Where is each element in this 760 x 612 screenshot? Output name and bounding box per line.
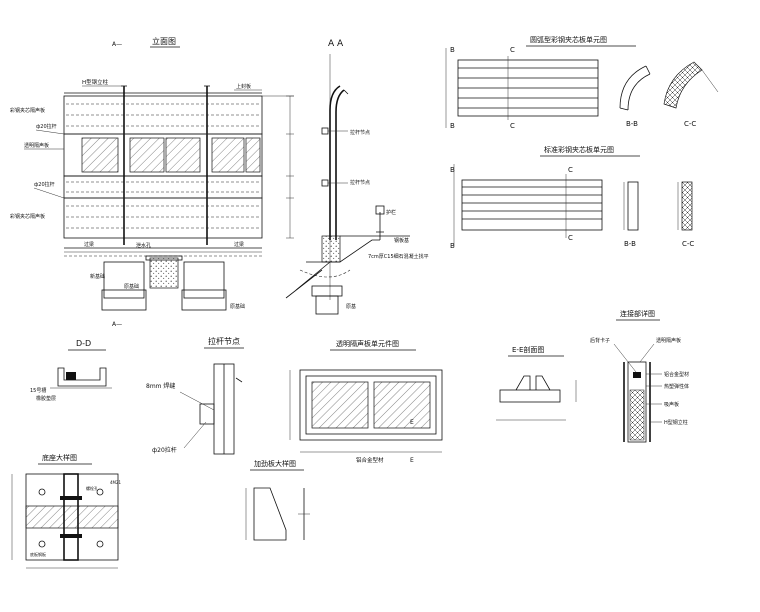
label-bridge-left: 过梁 (84, 241, 94, 248)
label-top-cap: 上封板 (236, 83, 251, 90)
new-foundation (149, 257, 179, 289)
joint-label-absorb: 吸声板 (664, 401, 679, 408)
label-glass-panel: 透明隔声板 (24, 142, 49, 149)
tie-label-weld: 8mm 焊缝 (146, 382, 175, 390)
joint-detail-view: 连接部详图 后背卡子 透明隔声板 铝合金型材 热塑弹性体 吸声板 H型钢立柱 (590, 309, 689, 443)
tie-node-title: 拉杆节点 (208, 336, 240, 346)
joint-detail-title: 连接部详图 (620, 309, 655, 318)
std-mark-b-top: B (450, 166, 455, 174)
dd-label-rubber: 橡胶垫层 (36, 395, 56, 402)
label-tie-rod-2: ф20拉杆 (34, 181, 55, 188)
std-bb-label: B-B (624, 240, 636, 248)
arc-mark-c-bottom: C (510, 122, 515, 130)
arc-mark-c-top: C (510, 46, 515, 54)
arc-bb-label: B-B (626, 120, 638, 128)
base-detail-title: 底座大样图 (42, 453, 77, 462)
label-steel-panel-2: 彩钢夹芯隔声板 (10, 213, 45, 220)
panel-dash-rows-bottom (66, 181, 260, 229)
label-new-foundation: 新基础 (90, 273, 105, 280)
glass-pane (81, 137, 119, 173)
label-foundation-right: 原基础 (230, 303, 245, 310)
joint-label-glass: 透明隔声板 (656, 337, 681, 344)
glass-mark-e-bottom: E (410, 457, 414, 464)
std-cc-label: C-C (682, 240, 694, 248)
arc-cc-label: C-C (684, 120, 696, 128)
dd-label-channel: 15号槽 (30, 387, 46, 394)
std-panel-rect (461, 179, 603, 231)
label-h-steel-column: H型钢立柱 (82, 78, 109, 86)
label-steel-panel-1: 彩钢夹芯隔声板 (10, 107, 45, 114)
std-mark-b-bottom: B (450, 242, 455, 250)
std-panel-title: 标准彩钢夹芯板单元图 (544, 145, 614, 154)
elevation-dimensions (262, 95, 294, 239)
std-mark-c-top: C (568, 166, 573, 174)
glass-pane (245, 137, 261, 173)
joint-label-elastic: 热塑弹性体 (664, 383, 689, 390)
glass-pane (129, 137, 165, 173)
joint-label-h-column: H型钢立柱 (664, 419, 688, 426)
joint-label-alu: 铝合金型材 (664, 371, 689, 378)
std-mark-c-bottom: C (568, 234, 573, 242)
arc-mark-b-bottom: B (450, 122, 455, 130)
tie-node-view: 拉杆节点 8mm 焊缝 ф20拉杆 (146, 336, 244, 455)
label-bridge-right: 过梁 (234, 241, 244, 248)
base-detail-view: 底座大样图 螺栓孔 4M21 底板钢板 (11, 453, 122, 569)
dd-title: D-D (76, 339, 91, 348)
label-steel-plate: 钢板基 (394, 237, 409, 244)
dd-section-view: D-D 15号槽 橡胶垫层 (30, 339, 112, 402)
base-label-bolt-spec: 4M21 (110, 480, 122, 485)
base-label-bottom: 底板钢板 (30, 551, 46, 557)
rib-detail-title: 加劲板大样图 (254, 459, 296, 468)
arc-panel-view: 圆弧型彩钢夹芯板单元图 B C B C B-B C-C (445, 35, 719, 130)
label-anchor: 护栏 (386, 209, 396, 216)
label-old-foundation: 原基础 (124, 283, 139, 290)
arc-panel-title: 圆弧型彩钢夹芯板单元图 (530, 35, 607, 44)
section-mark-bottom: A— (112, 321, 122, 328)
section-aa-title: A A (328, 39, 344, 49)
label-base: 原基 (346, 303, 356, 310)
std-panel-view: 标准彩钢夹芯板单元图 B C B C B-B C-C (450, 145, 694, 250)
std-panel-ribs (462, 186, 602, 220)
arc-mark-b-top: B (450, 46, 455, 54)
glass-unit-title: 透明隔声板单元件图 (336, 339, 399, 348)
elevation-view: 立面图 A— (10, 36, 294, 328)
section-aa-view: A A 拉杆节点 拉杆节点 护栏 钢板基 7cm厚C15细石混凝土找平 原基 (285, 39, 429, 315)
panel-dash-rows-top (66, 103, 260, 127)
glass-label-frame: 铝合金型材 (356, 456, 384, 464)
joint-label-clip: 后背卡子 (590, 337, 610, 344)
glass-unit-view: 透明隔声板单元件图 铝合金型材 E E (289, 339, 443, 464)
label-tie-rod-1: ф20拉杆 (36, 123, 57, 130)
tie-label-rod: ф20拉杆 (152, 446, 177, 454)
label-tie-node-1: 拉杆节点 (350, 129, 370, 136)
glass-mark-e: E (410, 419, 414, 426)
glass-pane (211, 137, 245, 173)
ee-title: E-E剖面图 (512, 345, 544, 354)
label-tie-node-2: 拉杆节点 (350, 179, 370, 186)
base-label-bolt: 螺栓孔 (86, 485, 98, 491)
arc-panel-ribs (458, 67, 598, 109)
elevation-title: 立面图 (152, 36, 176, 46)
rib-detail-view: 加劲板大样图 (245, 459, 310, 541)
label-drain-hole: 泄水孔 (136, 242, 151, 249)
label-concrete: 7cm厚C15细石混凝土找平 (368, 253, 429, 260)
ee-section-view: E-E剖面图 (496, 345, 577, 421)
glass-pane (165, 137, 201, 173)
section-mark-top: A— (112, 41, 122, 48)
